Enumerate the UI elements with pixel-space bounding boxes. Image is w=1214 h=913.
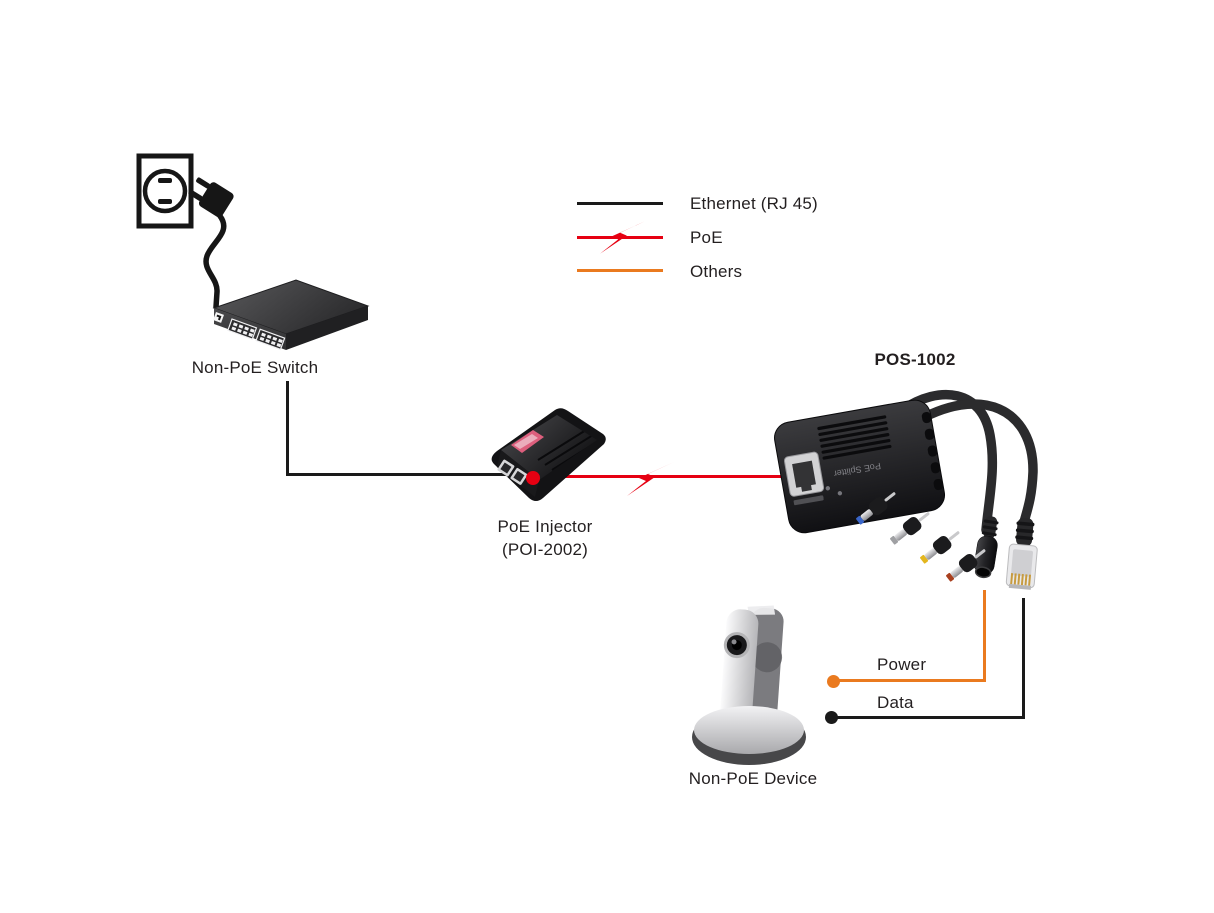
injector-model-label: (POI-2002) [501,539,589,559]
lightning-bolt-icon [627,462,674,496]
camera-base [694,706,804,754]
dc-tip-blue [856,492,896,525]
splitter-data-cable [907,399,1038,527]
injector-ports [497,459,528,485]
lightning-bolt-icon [600,221,646,254]
legend-label-poe: PoE [690,228,723,247]
power-outlet-icon [136,153,234,310]
data-line-vertical [1021,598,1025,719]
splitter-power-cable [897,389,998,535]
poe-connection-dot [526,471,540,485]
power-line-horizontal [833,678,986,682]
data-label: Data [877,693,914,712]
data-endpoint-dot [824,711,838,724]
splitter-model-label: POS-1002 [874,350,956,369]
dc-jack-connector [974,516,999,579]
poe-splitter-icon: PoE Splitter [774,389,1038,590]
dc-tip-red [946,549,986,582]
switch-ports [227,318,286,351]
legend-label-others: Others [690,262,743,281]
power-cord [203,213,227,310]
ip-camera-icon [692,605,806,765]
legend-label-ethernet: Ethernet (RJ 45) [690,194,818,213]
legend-ethernet-line [577,202,663,205]
camera-body [719,605,784,736]
data-line-horizontal [831,716,1024,719]
brand-logo [213,312,224,323]
power-endpoint-dot [826,674,840,688]
poe-line [533,474,790,478]
poe-injector-icon [491,408,606,501]
power-label: Power [877,655,927,674]
injector-label: PoE Injector [497,517,593,536]
dc-tip-yellow [920,531,960,564]
splitter-rj45-port [783,451,825,506]
device-label: Non-PoE Device [688,769,818,788]
power-plug-icon [188,177,234,218]
power-line-vertical [982,590,986,682]
splitter-body: PoE Splitter [774,399,946,534]
switch-label: Non-PoE Switch [191,358,319,377]
network-switch-icon [212,279,370,351]
ethernet-line-switch-vertical [286,381,289,476]
legend-others-line [577,269,663,272]
rj45-plug-connector [1005,517,1038,590]
ethernet-line-switch-horizontal [286,473,534,476]
dc-tip-plain [890,512,930,545]
